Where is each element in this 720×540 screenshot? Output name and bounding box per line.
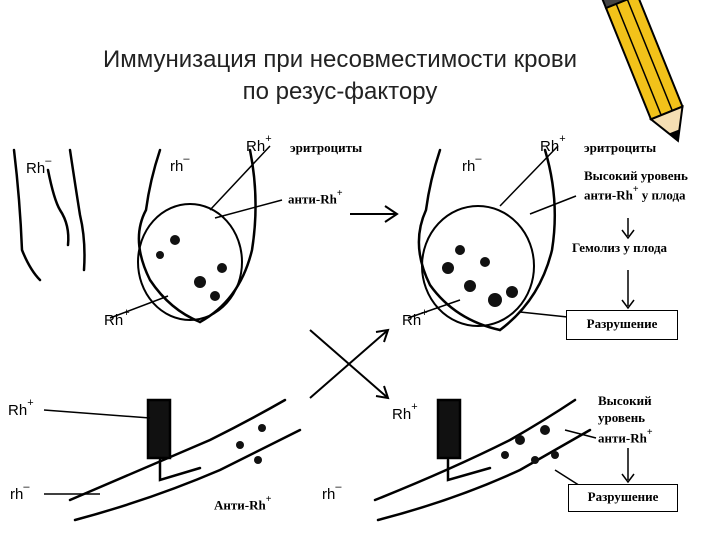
label-rh-pos-top-2: Rh+	[540, 133, 566, 155]
label-rh-lower-recipient-1: rh–	[10, 481, 30, 503]
label-erythrocytes-2: эритроциты	[584, 140, 657, 155]
label-rh-pos-fetus-1: Rh+	[104, 307, 130, 329]
label-anti-rh-1: анти-Rh+	[288, 188, 343, 207]
slide-title: Иммунизация при несовместимости крови по…	[40, 44, 640, 108]
title-line-2: по резус-фактору	[242, 78, 438, 105]
arm-2	[373, 398, 577, 502]
title-line-1: Иммунизация при несовместимости крови	[103, 46, 577, 73]
label-rh-pos-donor-2: Rh+	[392, 401, 418, 423]
pregnant-silhouette-2	[417, 148, 502, 332]
label-rh-pos-fetus-2: Rh+	[402, 307, 428, 329]
label-rh-lower-2: rh–	[462, 153, 482, 175]
syringe-2	[436, 398, 462, 460]
label-high-level-fetus: Высокий уровень анти-Rh+ у плода	[584, 168, 688, 203]
body-silhouette-left	[12, 148, 42, 282]
syringe-1	[146, 398, 172, 460]
label-rh-pos-donor-1: Rh+	[8, 397, 34, 419]
destruction-box-2: Разрушение	[568, 484, 678, 512]
label-rh-lower-recipient-2: rh–	[322, 481, 342, 503]
label-rh-neg-left: Rh–	[26, 155, 52, 177]
destruction-box-1: Разрушение	[566, 310, 678, 340]
label-hemolysis: Гемолиз у плода	[572, 240, 668, 255]
label-rh-pos-top-1: Rh+	[246, 133, 272, 155]
label-rh-lower-1: rh–	[170, 153, 190, 175]
arm-1	[68, 398, 287, 502]
label-erythrocytes-1: эритроциты	[290, 140, 363, 155]
label-high-level: Высокий уровень анти-Rh+	[598, 393, 653, 446]
label-anti-rh-arm: Анти-Rh+	[214, 494, 272, 513]
